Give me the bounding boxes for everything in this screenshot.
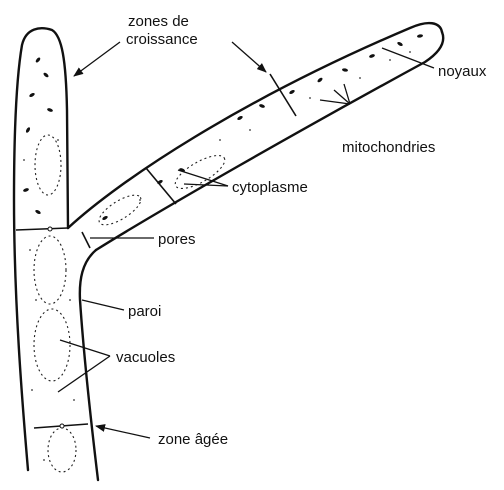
organelle [369,53,376,58]
branch-septum-2 [270,74,296,116]
label-zone-agee: zone âgée [158,431,228,448]
pore-old [60,424,64,428]
organelle [342,68,348,72]
label-croissance: croissance [126,31,198,48]
main-hypha-wall-right [80,250,98,480]
organelle [29,92,36,98]
arrow-growth-right [232,42,266,72]
speck [359,77,361,79]
speck [23,159,25,161]
label-vacuoles: vacuoles [116,349,175,366]
cytoplasm-specks [23,51,411,461]
organelle [417,34,423,38]
speck [43,459,45,461]
organelle [289,89,296,95]
organelle [259,103,266,108]
speck [249,129,251,131]
vacuole [48,428,76,472]
speck [29,249,31,251]
organelle [237,115,244,121]
speck [69,299,71,301]
speck [309,97,311,99]
label-pores: pores [158,231,196,248]
vacuole [34,236,66,304]
label-mitochondries: mitochondries [342,139,435,156]
organelle [317,77,324,83]
main-hypha [14,28,98,480]
arrow-zone-agee [96,426,150,438]
organelle [25,127,31,134]
speck [219,139,221,141]
leader-noyaux [382,48,434,68]
label-noyaux: noyaux [438,63,487,80]
vacuole [34,309,70,381]
branch-pore-septum [82,232,90,248]
leader-paroi [82,300,124,310]
label-cytoplasme: cytoplasme [232,179,308,196]
speck [409,51,411,53]
organelle [35,209,42,215]
speck [31,389,33,391]
organelles [23,34,424,221]
speck [139,199,141,201]
vacuole [35,135,61,195]
branch-hypha [68,23,443,250]
arrow-growth-left [74,42,120,76]
branch-septum-1 [146,168,176,204]
speck [35,299,37,301]
organelle [47,107,54,112]
organelle [102,215,109,221]
septum-upper [16,228,68,230]
organelle [35,57,41,64]
main-hypha-wall-left [14,28,68,470]
organelle [23,187,30,192]
organelle [397,41,404,47]
pore-main [48,227,52,231]
organelle [43,72,50,78]
speck [389,59,391,61]
speck [73,399,75,401]
label-paroi: paroi [128,303,161,320]
label-zones-de: zones de [128,13,189,30]
speck [57,139,59,141]
